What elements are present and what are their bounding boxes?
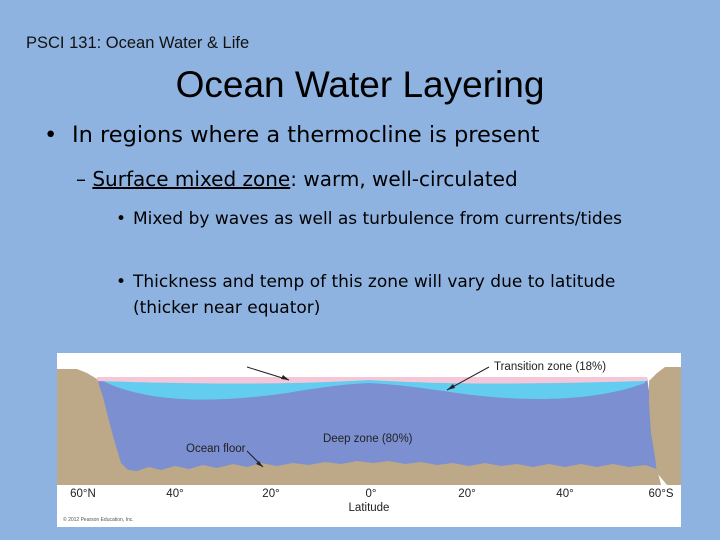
ocean-floor [117, 461, 661, 485]
label-transition-zone: Transition zone (18%) [494, 361, 606, 373]
bullet-surface-mixed-zone: – Surface mixed zone: warm, well-circula… [76, 167, 518, 191]
leader-surface-arrowhead [281, 375, 289, 380]
bullet-text: Mixed by waves as well as turbulence fro… [133, 209, 623, 229]
copyright-notice: © 2012 Pearson Education, Inc. [63, 516, 134, 523]
label-deep-zone: Deep zone (80%) [323, 433, 413, 445]
bullet-marker: • [116, 209, 127, 229]
label-ocean-floor: Ocean floor [186, 443, 246, 455]
bullet-text: In regions where a thermocline is presen… [72, 122, 540, 148]
tick-label: 40° [556, 488, 573, 500]
axis-label-latitude: Latitude [349, 502, 390, 514]
tick-label: 60°N [70, 488, 96, 500]
latitude-axis: 60°N 40° 20° 0° 20° 40° 60°S [70, 488, 674, 500]
ocean-layering-figure: Surface mixed zone (2%) Transition zone … [57, 353, 681, 527]
leader-floor-arrowhead [256, 461, 263, 467]
land-right [649, 367, 681, 485]
tick-label: 40° [166, 488, 183, 500]
bullet-marker: • [116, 272, 127, 292]
term-description: : warm, well-circulated [290, 167, 518, 191]
slide-title: Ocean Water Layering [175, 64, 545, 105]
tick-label: 0° [366, 488, 377, 500]
dash-marker: – [76, 167, 86, 191]
bullet-text: Thickness and temp of this zone will var… [133, 272, 616, 318]
land-left [57, 369, 129, 485]
ocean-cross-section: Surface mixed zone (2%) Transition zone … [57, 358, 681, 523]
label-surface-mixed-zone: Surface mixed zone (2%) [65, 358, 194, 370]
surface-mixed-zone [97, 377, 647, 384]
tick-label: 20° [262, 488, 279, 500]
tick-label: 60°S [648, 488, 673, 500]
deep-zone [97, 377, 659, 471]
tick-label: 20° [458, 488, 475, 500]
leader-transition-arrowhead [447, 384, 455, 390]
term-surface-mixed-zone: Surface mixed zone [92, 167, 291, 191]
bullet-marker: • [44, 122, 58, 148]
course-title: PSCI 131: Ocean Water & Life [26, 34, 250, 52]
